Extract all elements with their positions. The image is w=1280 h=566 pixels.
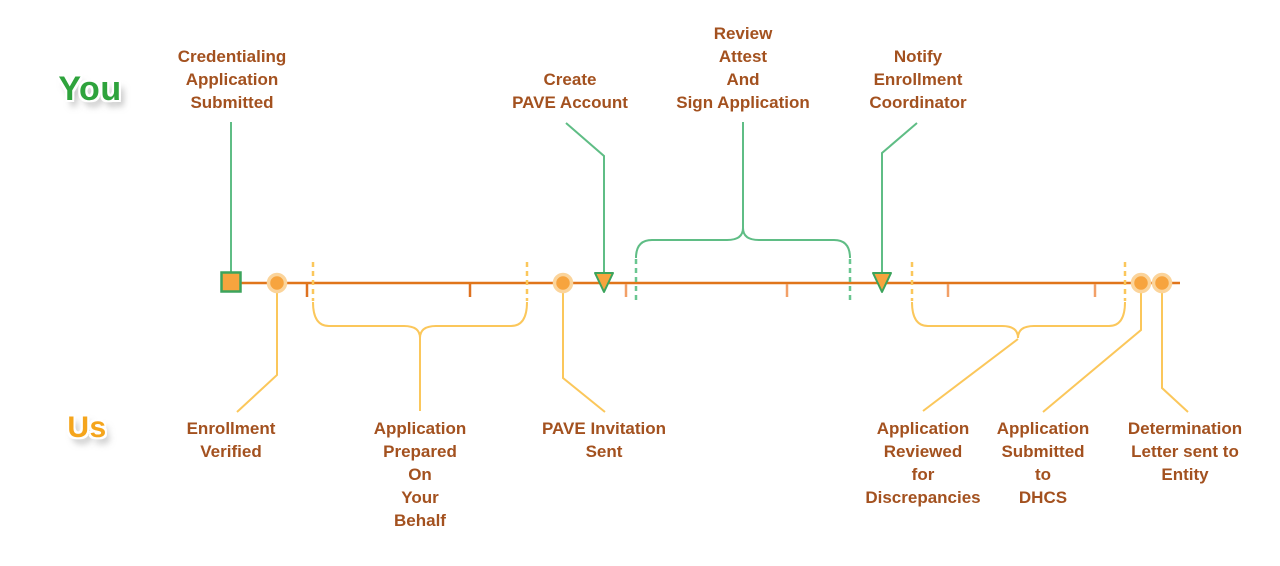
connector-pave-invitation-sent — [562, 292, 606, 413]
square-marker-credentialing — [220, 271, 242, 293]
event-label-application-reviewed-for-discrepancies: Application Reviewed for Discrepancies — [865, 419, 981, 507]
event-label-review-attest-sign-application: Review Attest And Sign Application — [676, 24, 810, 112]
event-label-determination-letter-sent-to-entity: Determination Letter sent to Entity — [1127, 419, 1243, 484]
circle-marker-application-submitted — [1130, 272, 1152, 294]
connector-notify-coordinator — [881, 122, 918, 272]
event-label-application-submitted-to-dhcs: Application Submitted to DHCS — [996, 419, 1090, 507]
actor-us-label: Us — [67, 411, 107, 444]
connector-review-attest-sign — [634, 122, 852, 300]
arrow-marker-notify-coordinator — [872, 272, 892, 293]
connector-enrollment-verified — [236, 292, 278, 413]
connector-create-pave-account — [565, 122, 605, 272]
connector-determination-letter — [1161, 292, 1189, 413]
circle-marker-enrollment-verified — [266, 272, 288, 294]
connector-application-reviewed — [910, 262, 1127, 412]
connector-application-submitted-dhcs — [1042, 292, 1142, 413]
arrow-marker-create-pave — [594, 272, 614, 293]
timeline-axis — [240, 281, 1180, 297]
circle-marker-determination-letter — [1151, 272, 1173, 294]
circle-marker-pave-invitation — [552, 272, 574, 294]
event-label-notify-enrollment-coordinator: Notify Enrollment Coordinator — [869, 47, 967, 112]
event-label-credentialing-application-submitted: Credentialing Application Submitted — [177, 47, 287, 112]
actor-you-label: You — [58, 70, 122, 108]
event-label-enrollment-verified: Enrollment Verified — [186, 419, 276, 461]
connector-application-prepared — [311, 262, 529, 411]
event-label-pave-invitation-sent: PAVE Invitation Sent — [541, 419, 667, 461]
event-label-application-prepared-on-your-behalf: Application Prepared On Your Behalf — [373, 419, 467, 530]
event-label-create-pave-account: Create PAVE Account — [512, 70, 628, 112]
